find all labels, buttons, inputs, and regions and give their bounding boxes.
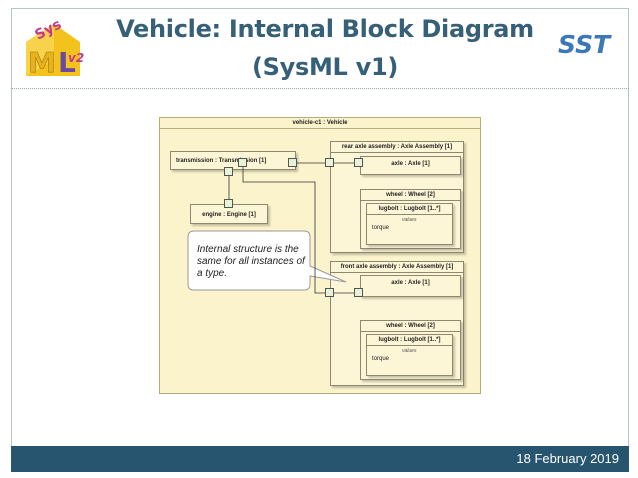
port-front-assembly — [325, 288, 334, 297]
front-lugbolt-part: lugbolt : Lugbolt [1..*] values torque — [366, 334, 453, 376]
port-rear-axle — [354, 158, 363, 167]
callout-text: Internal structure is the same for all i… — [197, 244, 305, 279]
svg-text:L: L — [58, 46, 76, 79]
sysml-logo: Sys M L v2 — [26, 16, 84, 79]
front-values-compartment: values — [402, 348, 417, 354]
rear-values-compartment: values — [402, 217, 417, 223]
brand-logo: SST — [558, 30, 611, 59]
port-rear-assembly — [325, 158, 334, 167]
front-wheel-label: wheel : Wheel [2] — [361, 321, 460, 332]
rear-wheel-label: wheel : Wheel [2] — [361, 190, 460, 201]
port-front-axle — [354, 288, 363, 297]
rear-lugbolt-part: lugbolt : Lugbolt [1..*] values torque — [366, 203, 453, 245]
part-transmission: transmission : Transmission [1] — [170, 151, 296, 170]
footer-date: 18 February 2019 — [516, 451, 619, 466]
slide-title: Vehicle: Internal Block Diagram (SysML v… — [116, 15, 534, 81]
rear-axle-label: axle : Axle [1] — [391, 161, 430, 167]
port-transmission-bottom — [224, 167, 233, 176]
front-lugbolt-label: lugbolt : Lugbolt [1..*] — [367, 335, 452, 346]
part-rear-axle-assembly: rear axle assembly : Axle Assembly [1] a… — [330, 141, 464, 253]
part-transmission-label: transmission : Transmission [1] — [176, 158, 267, 164]
front-axle-label: axle : Axle [1] — [391, 280, 430, 286]
footer-bar: 18 February 2019 — [11, 446, 629, 472]
header-divider — [11, 88, 629, 89]
part-engine-label: engine : Engine [1] — [202, 212, 256, 218]
front-axle-assembly-label: front axle assembly : Axle Assembly [1] — [331, 262, 463, 273]
front-wheel-part: wheel : Wheel [2] lugbolt : Lugbolt [1..… — [360, 320, 461, 380]
front-torque-value: torque — [372, 356, 390, 362]
svg-text:v2: v2 — [68, 51, 84, 65]
rear-torque-value: torque — [372, 225, 390, 231]
port-engine-top — [224, 199, 233, 208]
front-axle-part: axle : Axle [1] — [360, 275, 461, 297]
rear-axle-part: axle : Axle [1] — [360, 156, 461, 175]
part-front-axle-assembly: front axle assembly : Axle Assembly [1] … — [330, 261, 464, 386]
rear-axle-assembly-label: rear axle assembly : Axle Assembly [1] — [331, 142, 463, 153]
rear-wheel-part: wheel : Wheel [2] lugbolt : Lugbolt [1..… — [360, 189, 461, 249]
frame-title: vehicle-c1 : Vehicle — [160, 118, 480, 129]
port-transmission-right-a — [238, 158, 247, 167]
rear-lugbolt-label: lugbolt : Lugbolt [1..*] — [367, 204, 452, 215]
svg-text:M: M — [28, 46, 56, 79]
port-transmission-right-b — [288, 158, 297, 167]
